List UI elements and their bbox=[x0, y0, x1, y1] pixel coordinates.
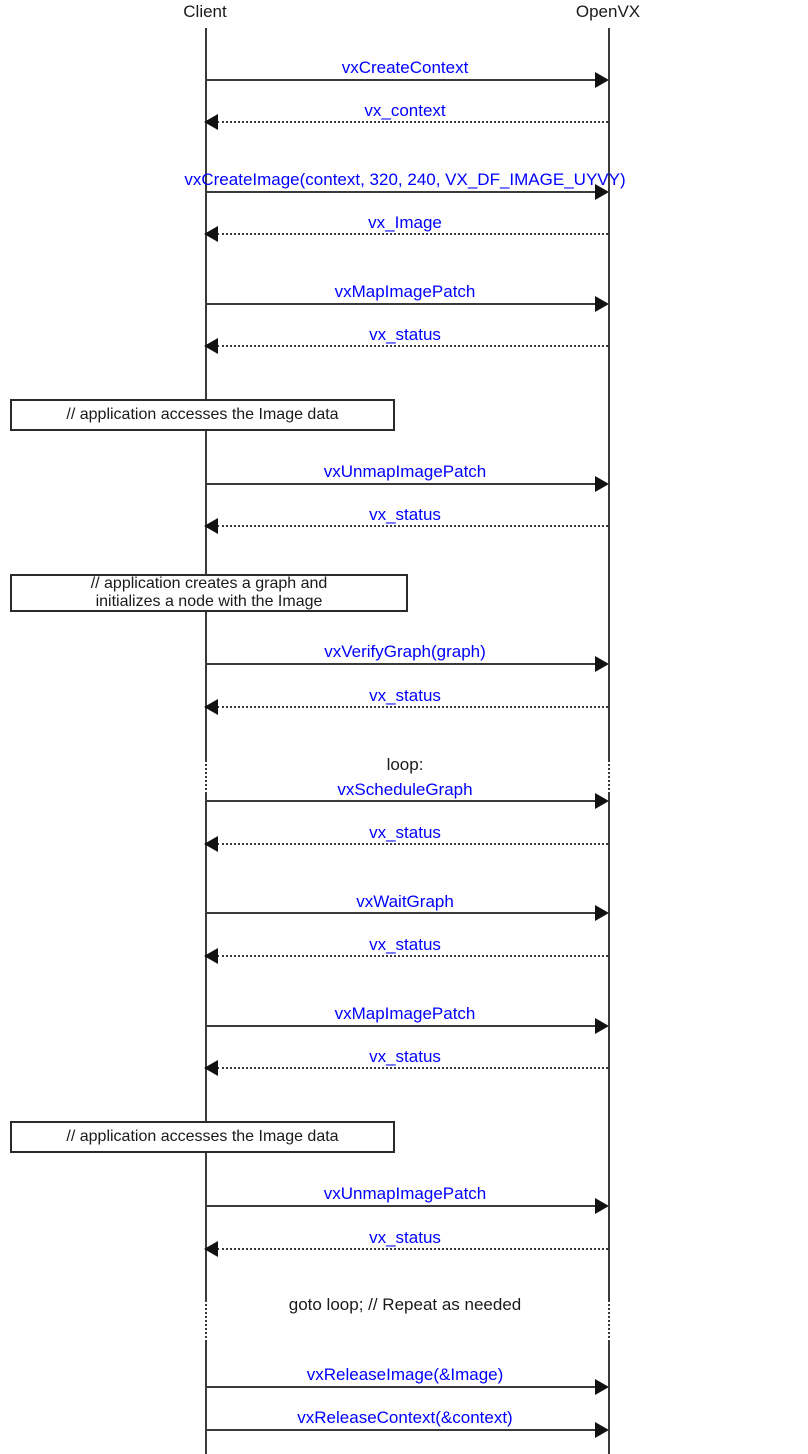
note-line: // application creates a graph and bbox=[90, 575, 328, 592]
message-label-m18: vx_status bbox=[369, 1228, 441, 1247]
message-line-m17 bbox=[205, 1205, 596, 1207]
message-label-m11: vxScheduleGraph bbox=[337, 780, 473, 799]
message-line-m14 bbox=[217, 955, 608, 957]
note-line: initializes a node with the Image bbox=[95, 593, 323, 610]
message-label-m4: vx_Image bbox=[368, 213, 442, 232]
message-line-m20 bbox=[205, 1429, 596, 1431]
arrowhead-m1 bbox=[595, 72, 609, 88]
message-label-m20: vxReleaseContext(&context) bbox=[297, 1408, 513, 1427]
arrowhead-m13 bbox=[595, 905, 609, 921]
participant-label-client: Client bbox=[183, 2, 227, 21]
arrowhead-m18 bbox=[204, 1241, 218, 1257]
lifeline-openvx-segment-0 bbox=[608, 28, 610, 760]
message-line-m16 bbox=[217, 1067, 608, 1069]
arrowhead-m12 bbox=[204, 836, 218, 852]
lifeline-client-break-0 bbox=[205, 760, 207, 794]
flow-marker-k1: loop: bbox=[386, 755, 424, 774]
message-label-m16: vx_status bbox=[369, 1047, 441, 1066]
message-label-m1: vxCreateContext bbox=[341, 58, 469, 77]
arrowhead-m8 bbox=[204, 518, 218, 534]
message-label-m6: vx_status bbox=[369, 325, 441, 344]
message-line-m18 bbox=[217, 1248, 608, 1250]
message-line-m7 bbox=[205, 483, 596, 485]
message-line-m1 bbox=[205, 79, 596, 81]
lifeline-client-break-1 bbox=[205, 1300, 207, 1342]
message-line-m5 bbox=[205, 303, 596, 305]
lifeline-client-segment-last bbox=[205, 1342, 207, 1454]
message-line-m2 bbox=[217, 121, 608, 123]
lifeline-openvx-segment-last bbox=[608, 1342, 610, 1454]
arrowhead-m4 bbox=[204, 226, 218, 242]
message-line-m11 bbox=[205, 800, 596, 802]
message-label-m3: vxCreateImage(context, 320, 240, VX_DF_I… bbox=[184, 170, 626, 189]
message-label-m17: vxUnmapImagePatch bbox=[323, 1184, 487, 1203]
lifeline-openvx-segment-1 bbox=[608, 794, 610, 1300]
message-label-m13: vxWaitGraph bbox=[356, 892, 454, 911]
message-label-m12: vx_status bbox=[369, 823, 441, 842]
arrowhead-m9 bbox=[595, 656, 609, 672]
arrowhead-m19 bbox=[595, 1379, 609, 1395]
arrowhead-m15 bbox=[595, 1018, 609, 1034]
arrowhead-m17 bbox=[595, 1198, 609, 1214]
message-line-m4 bbox=[217, 233, 608, 235]
message-label-m7: vxUnmapImagePatch bbox=[323, 462, 487, 481]
arrowhead-m11 bbox=[595, 793, 609, 809]
note-box-n1: // application accesses the Image data bbox=[10, 399, 395, 431]
arrowhead-m14 bbox=[204, 948, 218, 964]
arrowhead-m16 bbox=[204, 1060, 218, 1076]
message-line-m3 bbox=[205, 191, 596, 193]
message-line-m8 bbox=[217, 525, 608, 527]
arrowhead-m5 bbox=[595, 296, 609, 312]
arrowhead-m20 bbox=[595, 1422, 609, 1438]
message-line-m15 bbox=[205, 1025, 596, 1027]
arrowhead-m3 bbox=[595, 184, 609, 200]
message-line-m6 bbox=[217, 345, 608, 347]
message-label-m10: vx_status bbox=[369, 686, 441, 705]
message-line-m12 bbox=[217, 843, 608, 845]
arrowhead-m6 bbox=[204, 338, 218, 354]
lifeline-openvx-break-1 bbox=[608, 1300, 610, 1342]
note-box-n3: // application accesses the Image data bbox=[10, 1121, 395, 1153]
message-label-m15: vxMapImagePatch bbox=[334, 1004, 476, 1023]
message-line-m9 bbox=[205, 663, 596, 665]
lifeline-client-segment-0 bbox=[205, 28, 207, 760]
arrowhead-m2 bbox=[204, 114, 218, 130]
participant-label-openvx: OpenVX bbox=[575, 2, 641, 21]
lifeline-openvx-break-0 bbox=[608, 760, 610, 794]
note-line: // application accesses the Image data bbox=[66, 406, 339, 423]
message-line-m13 bbox=[205, 912, 596, 914]
message-label-m5: vxMapImagePatch bbox=[334, 282, 476, 301]
flow-marker-k2: goto loop; // Repeat as needed bbox=[288, 1295, 522, 1314]
message-label-m9: vxVerifyGraph(graph) bbox=[324, 642, 486, 661]
arrowhead-m7 bbox=[595, 476, 609, 492]
message-label-m2: vx_context bbox=[364, 101, 446, 120]
note-line: // application accesses the Image data bbox=[66, 1128, 339, 1145]
message-label-m19: vxReleaseImage(&Image) bbox=[306, 1365, 504, 1384]
arrowhead-m10 bbox=[204, 699, 218, 715]
message-label-m8: vx_status bbox=[369, 505, 441, 524]
lifeline-client-segment-1 bbox=[205, 794, 207, 1300]
message-line-m10 bbox=[217, 706, 608, 708]
message-label-m14: vx_status bbox=[369, 935, 441, 954]
message-line-m19 bbox=[205, 1386, 596, 1388]
